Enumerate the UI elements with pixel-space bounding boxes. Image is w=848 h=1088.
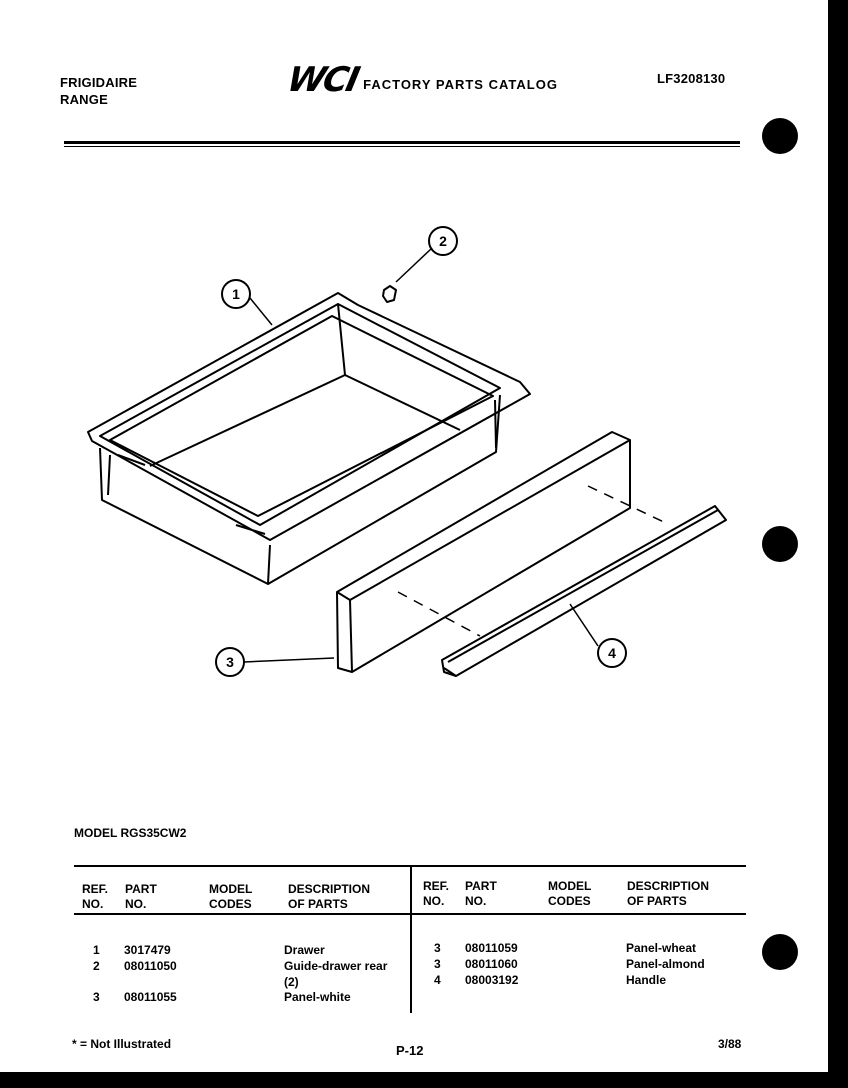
part-no: 08003192: [465, 973, 519, 987]
header-rule: [64, 141, 740, 144]
callout-3-label: 3: [226, 654, 234, 670]
catalog-header: WCI FACTORY PARTS CATALOG: [284, 60, 558, 100]
product-type: RANGE: [60, 92, 108, 107]
model-label: MODEL RGS35CW2: [74, 826, 187, 840]
header-ref-left: REF.NO.: [82, 882, 109, 911]
binder-hole: [762, 118, 798, 154]
drawer-drawing: [87, 292, 531, 585]
part-no: 08011059: [465, 941, 518, 955]
ref-no: 2: [93, 959, 100, 973]
part-description: Panel-almond: [626, 957, 705, 971]
binder-hole: [762, 934, 798, 970]
header-ref-right: REF.NO.: [423, 879, 450, 908]
ref-no: 3: [93, 990, 100, 1004]
catalog-date: 3/88: [718, 1037, 742, 1051]
callout-2-circle: [428, 226, 458, 256]
part-no: 08011050: [124, 959, 177, 973]
callout-4-label: 4: [608, 645, 616, 661]
part-description: Guide-drawer rear: [284, 959, 388, 973]
page-number: P-12: [396, 1043, 424, 1058]
ref-no: 3: [434, 957, 441, 971]
callout-2-label: 2: [439, 233, 447, 249]
part-description: Panel-white: [284, 990, 351, 1004]
handle-drawing: [441, 505, 727, 677]
binder-hole: [762, 526, 798, 562]
ref-no: 4: [434, 973, 441, 987]
not-illustrated-note: * = Not Illustrated: [72, 1037, 172, 1051]
part-no: 3017479: [124, 943, 171, 957]
guide-clip-drawing: [382, 285, 397, 303]
part-no: 08011060: [465, 957, 518, 971]
part-description: (2): [284, 975, 299, 989]
part-no: 08011055: [124, 990, 177, 1004]
header-rule-thin: [64, 146, 740, 147]
panel-drawing: [336, 431, 631, 673]
callout-1-label: 1: [232, 286, 240, 302]
part-description: Panel-wheat: [626, 941, 697, 955]
ref-no: 1: [93, 943, 100, 957]
table-divider: [410, 867, 412, 1013]
part-description: Handle: [626, 973, 667, 987]
document-number: LF3208130: [657, 71, 726, 86]
brand-name: FRIGIDAIRE: [60, 75, 138, 90]
callout-4-circle: [597, 638, 627, 668]
catalog-title: FACTORY PARTS CATALOG: [363, 76, 558, 92]
brand-block: FRIGIDAIRE RANGE: [60, 74, 137, 108]
callout-3-circle: [215, 647, 245, 677]
callout-1-circle: [221, 279, 251, 309]
part-description: Drawer: [284, 943, 325, 957]
catalog-page: FRIGIDAIRE RANGE WCI FACTORY PARTS CATAL…: [0, 0, 828, 1072]
exploded-parts-diagram: 1 2 3 4: [87, 226, 727, 677]
ref-no: 3: [434, 941, 441, 955]
table-top-rule: [74, 865, 746, 867]
